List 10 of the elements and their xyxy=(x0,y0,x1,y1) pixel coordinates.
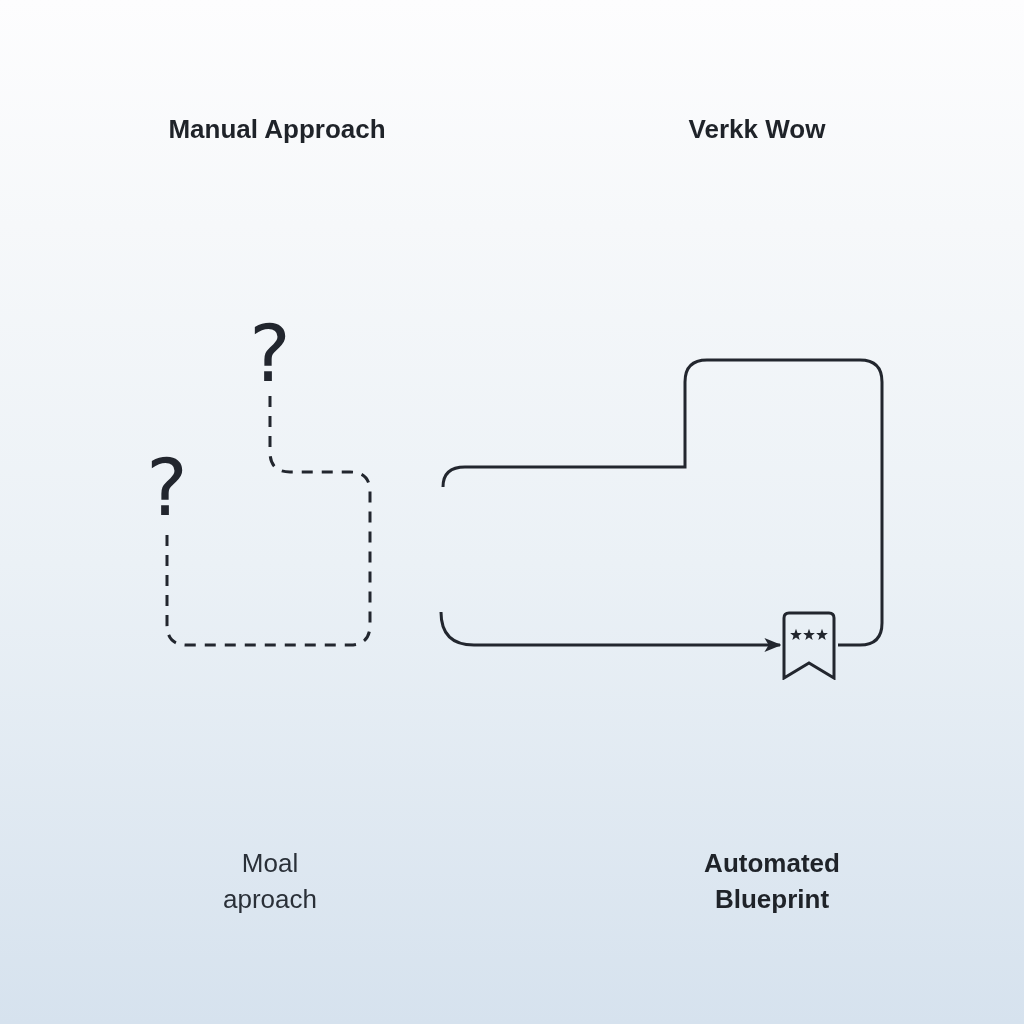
question-mark: ? xyxy=(137,446,197,530)
section-heading: Manual Approach xyxy=(167,113,387,146)
arrow xyxy=(439,611,782,653)
question-mark: ? xyxy=(240,312,300,396)
bookmark-icon xyxy=(780,610,838,680)
connector-line xyxy=(441,358,884,647)
caption-text: Automated Blueprint xyxy=(703,847,841,916)
section-heading: Verkk Wow xyxy=(687,113,827,146)
caption-text: Moal aproach xyxy=(222,847,318,916)
dashed-line xyxy=(165,396,372,647)
